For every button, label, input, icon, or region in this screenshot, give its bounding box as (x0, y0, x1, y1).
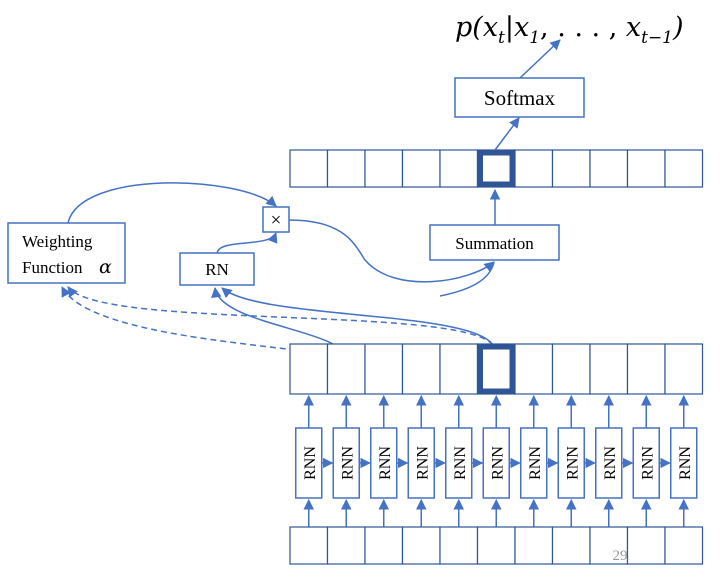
softmax-to-output-arrow (519, 39, 561, 79)
multiply-symbol: × (271, 210, 282, 231)
rnn-label: RNN (677, 446, 694, 480)
hidden-state-cell (664, 343, 704, 395)
hidden-state-cell (289, 343, 329, 395)
rnn-cell (670, 427, 698, 499)
input-cell (326, 526, 366, 565)
hidden-state-cell (326, 343, 366, 395)
hidden-to-rn-arrow-2 (221, 287, 494, 346)
hidden-state-cell (514, 343, 554, 395)
softmax-box (454, 77, 585, 118)
page-number: 29 (613, 548, 628, 564)
output-vector-cell (514, 149, 554, 188)
rnn-label: RNN (339, 446, 356, 480)
output-vector-cell (401, 149, 441, 188)
hidden-state-cell (401, 343, 441, 395)
rnn-label: RNN (452, 446, 469, 480)
output-vector-cell (589, 149, 629, 188)
rnn-label: RNN (639, 446, 656, 480)
weighting-function-box (7, 222, 126, 284)
input-cell (401, 526, 441, 565)
hidden-state-cell (626, 343, 666, 395)
hidden-state-cell (439, 343, 479, 395)
output-vector-cell (439, 149, 479, 188)
output-vector-cell (551, 149, 591, 188)
weighting-function-label: Weighting (22, 232, 93, 251)
multiply-node (262, 206, 290, 233)
rn-to-multiply-arrow (216, 232, 278, 254)
vector-to-softmax-arrow (494, 117, 520, 151)
rnn-label: RNN (377, 446, 394, 480)
rn-box (179, 252, 255, 286)
rnn-cell (295, 427, 323, 499)
hidden-to-weighting-dashed-2 (67, 286, 494, 346)
input-cell (626, 526, 666, 565)
hidden-state-cell (589, 343, 629, 395)
summation-incoming-arc (439, 261, 495, 297)
rnn-label: RNN (602, 446, 619, 480)
output-vector-highlighted-cell (478, 150, 515, 187)
summation-label: Summation (455, 234, 534, 253)
rnn-label: RNN (489, 446, 506, 480)
rnn-cell (407, 427, 435, 499)
input-cell (589, 526, 629, 565)
input-cell (289, 526, 329, 565)
output-vector-cell (289, 149, 329, 188)
alpha-symbol: α (99, 256, 112, 278)
output-probability-formula: p(xt|x1, . . . , xt−1) (455, 12, 684, 48)
weighting-to-multiply-arrow (67, 182, 277, 224)
rnn-cell (370, 427, 398, 499)
hidden-state-cell (551, 343, 591, 395)
input-vector (289, 526, 704, 565)
rnn-label: RNN (414, 446, 431, 480)
rnn-label: RNN (527, 446, 544, 480)
input-cell (514, 526, 554, 565)
input-cell (439, 526, 479, 565)
rnn-cell (445, 427, 473, 499)
output-vector-cell (326, 149, 366, 188)
rnn-label: RNN (302, 446, 319, 480)
multiply-to-summation-arrow (288, 219, 495, 283)
output-vector-cell (364, 149, 404, 188)
rnn-chain: RNN RNN RNN RNN RNN RNN RNN RNN RNN RNN RNN (295, 394, 698, 527)
hidden-state-cell (364, 343, 404, 395)
output-vector-cell (626, 149, 666, 188)
output-vector (289, 149, 704, 188)
softmax-label: Softmax (484, 86, 556, 110)
hidden-state-vector (289, 343, 704, 395)
rnn-label: RNN (564, 446, 581, 480)
rn-label: RN (205, 260, 229, 279)
hidden-state-highlighted-cell (478, 344, 515, 394)
input-cell (664, 526, 704, 565)
input-cell (476, 526, 516, 565)
input-cell (551, 526, 591, 565)
input-cell (364, 526, 404, 565)
weighting-function-label-2: Function (22, 258, 83, 277)
output-vector-cell (664, 149, 704, 188)
